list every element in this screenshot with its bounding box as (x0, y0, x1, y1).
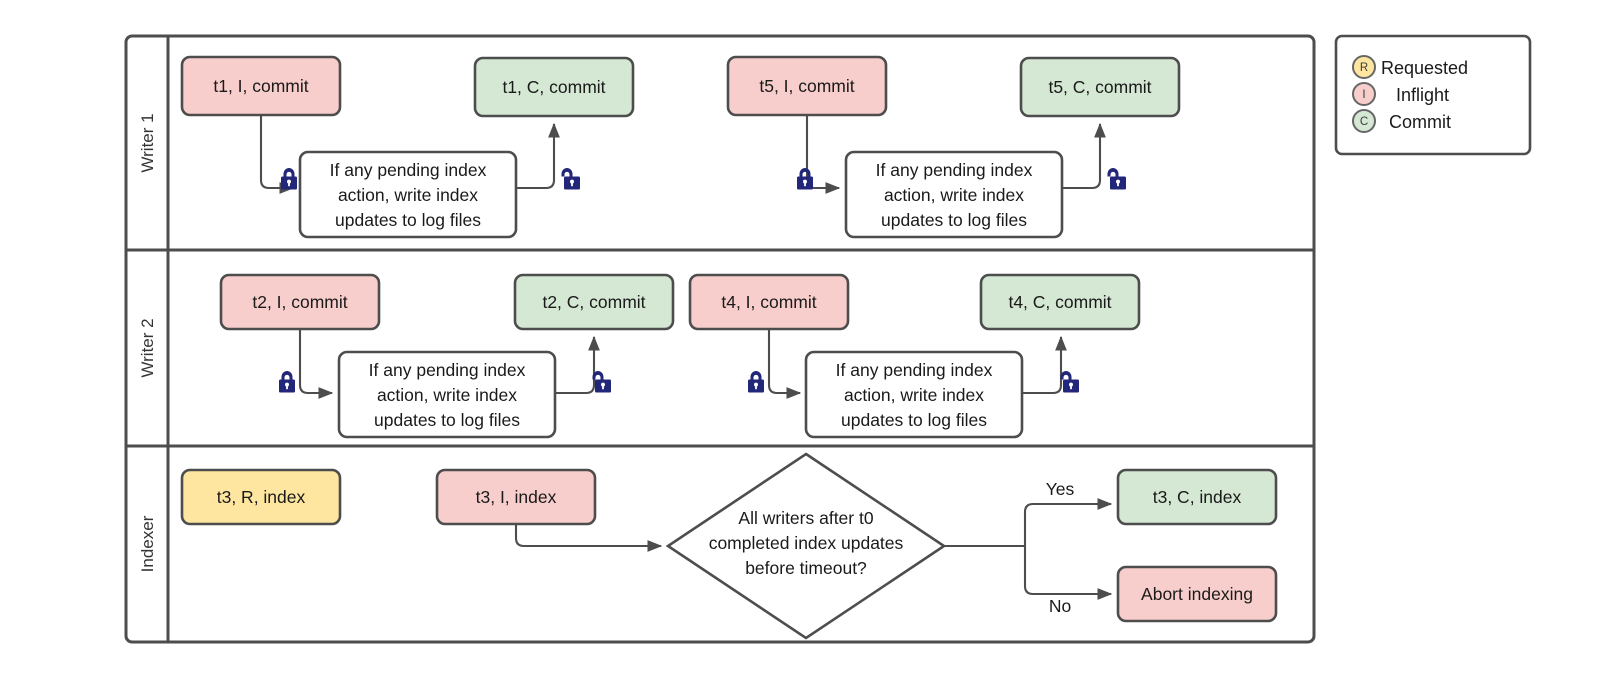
process-line-3: updates to log files (335, 210, 481, 230)
node-label: t5, I, commit (759, 76, 854, 96)
process-line-2: action, write index (884, 185, 1024, 205)
lane-label-text: Writer 1 (138, 113, 157, 172)
node-t3-requested-index[interactable]: t3, R, index (180, 468, 342, 526)
lane-label-text: Indexer (138, 515, 157, 572)
node-abort-indexing[interactable]: Abort indexing (1116, 565, 1278, 623)
process-line-2: action, write index (844, 385, 984, 405)
legend-badge-letter: R (1360, 62, 1368, 74)
lock-open-icon (1107, 168, 1126, 190)
node-t2-inflight-commit[interactable]: t2, I, commit (219, 273, 381, 331)
node-t1-inflight-commit[interactable]: t1, I, commit (180, 55, 342, 117)
legend-item-inflight: I Inflight (1352, 82, 1449, 106)
node-label: Abort indexing (1141, 584, 1253, 604)
process-line-2: action, write index (338, 185, 478, 205)
legend-label: Inflight (1396, 85, 1449, 105)
lock-open-icon (592, 371, 611, 393)
process-line-2: action, write index (377, 385, 517, 405)
node-t4-inflight-commit[interactable]: t4, I, commit (688, 273, 850, 331)
node-label: t3, I, index (476, 487, 557, 507)
decision-node-index-check[interactable]: All writers after t0 completed index upd… (665, 452, 947, 640)
edge-decision-no (1023, 546, 1113, 600)
edge-process-to-t2-commit (555, 335, 600, 395)
legend-item-commit: C Commit (1352, 109, 1451, 133)
edge-process-to-t1-commit (516, 122, 560, 190)
node-label: t5, C, commit (1048, 77, 1151, 97)
edge-label-no: No (1049, 596, 1071, 616)
lane-label-text: Writer 2 (138, 318, 157, 377)
node-label: t1, I, commit (213, 76, 308, 96)
node-label: t2, I, commit (252, 292, 347, 312)
process-line-1: If any pending index (369, 360, 526, 380)
decision-label-line-3: before timeout? (745, 558, 867, 578)
node-label: t4, I, commit (721, 292, 816, 312)
process-line-1: If any pending index (836, 360, 993, 380)
legend-label: Commit (1389, 112, 1451, 132)
process-line-1: If any pending index (876, 160, 1033, 180)
lock-open-icon (1060, 371, 1079, 393)
decision-label-line-1: All writers after t0 (738, 508, 873, 528)
lock-closed-icon (281, 168, 297, 190)
lock-closed-icon (748, 371, 764, 393)
edge-t2-inflight-to-process (298, 329, 334, 399)
edge-group-indexer (514, 498, 1113, 600)
edge-t1-inflight-to-process (259, 115, 295, 194)
node-t5-commit[interactable]: t5, C, commit (1019, 56, 1181, 118)
process-line-3: updates to log files (374, 410, 520, 430)
node-label: t1, C, commit (502, 77, 605, 97)
node-t2-commit[interactable]: t2, C, commit (513, 273, 675, 331)
decision-label-line-2: completed index updates (709, 533, 904, 553)
edge-t3-inflight-to-decision (514, 524, 663, 552)
lane-label-writer-1: Writer 1 (138, 113, 157, 172)
process-line-3: updates to log files (881, 210, 1027, 230)
legend-item-requested: R Requested (1352, 55, 1468, 79)
legend-label: Requested (1381, 58, 1468, 78)
node-t3-inflight-index[interactable]: t3, I, index (435, 468, 597, 526)
node-label: t3, C, index (1153, 487, 1242, 507)
node-writer1-process-1[interactable]: If any pending index action, write index… (298, 150, 518, 239)
edge-t4-inflight-to-process (767, 329, 802, 399)
node-label: t3, R, index (217, 487, 306, 507)
node-writer1-process-2[interactable]: If any pending index action, write index… (844, 150, 1064, 239)
legend-badge-letter: I (1362, 89, 1365, 101)
node-label: t4, C, commit (1008, 292, 1111, 312)
lane-label-writer-2: Writer 2 (138, 318, 157, 377)
node-t5-inflight-commit[interactable]: t5, I, commit (726, 55, 888, 117)
edge-decision-yes (1023, 498, 1113, 546)
edge-process-to-t4-commit (1022, 335, 1067, 395)
lock-open-icon (561, 168, 580, 190)
node-label: t2, C, commit (542, 292, 645, 312)
edge-label-yes: Yes (1046, 479, 1075, 499)
lock-closed-icon (797, 168, 813, 190)
lock-closed-icon (279, 371, 295, 393)
edge-group-writer-2 (298, 329, 1067, 399)
legend-panel: R Requested I Inflight C Commit (1334, 34, 1532, 156)
node-t4-commit[interactable]: t4, C, commit (979, 273, 1141, 331)
node-writer2-process-2[interactable]: If any pending index action, write index… (804, 350, 1024, 439)
node-t3-commit-index[interactable]: t3, C, index (1116, 468, 1278, 526)
process-line-3: updates to log files (841, 410, 987, 430)
process-line-1: If any pending index (330, 160, 487, 180)
lane-label-indexer: Indexer (138, 515, 157, 572)
edge-process-to-t5-commit (1062, 122, 1106, 190)
node-t1-commit[interactable]: t1, C, commit (473, 56, 635, 118)
legend-badge-letter: C (1360, 116, 1368, 128)
node-writer2-process-1[interactable]: If any pending index action, write index… (337, 350, 557, 439)
